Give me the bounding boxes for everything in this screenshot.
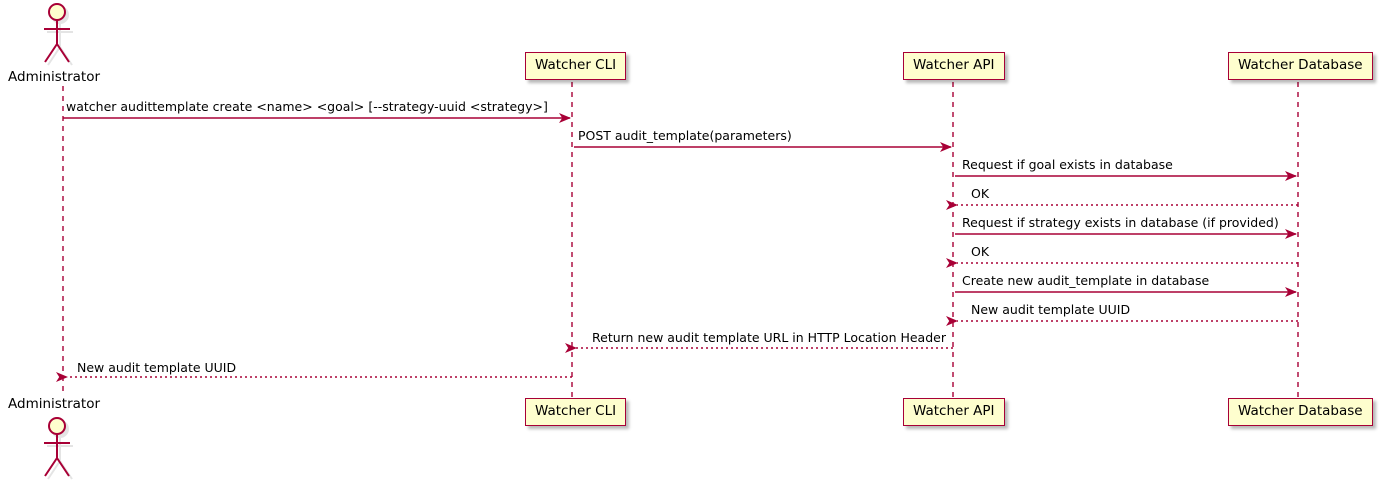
participant-box-watcher-api-bottom[interactable]: Watcher API — [903, 398, 1005, 426]
participant-label: Watcher API — [913, 403, 995, 420]
actor-administrator-bottom — [44, 417, 73, 480]
message-label-2: POST audit_template(parameters) — [578, 128, 792, 143]
message-label-9: Return new audit template URL in HTTP Lo… — [592, 330, 946, 345]
participant-label: Watcher API — [913, 57, 995, 74]
actor-label-administrator-bottom: Administrator — [8, 396, 101, 412]
participant-label: Watcher CLI — [535, 403, 617, 420]
message-label-3: Request if goal exists in database — [962, 157, 1173, 172]
participant-label: Watcher Database — [1238, 57, 1363, 74]
message-label-6: OK — [971, 244, 990, 259]
participant-box-watcher-api-top[interactable]: Watcher API — [903, 52, 1005, 80]
message-label-7: Create new audit_template in database — [962, 273, 1210, 288]
actor-label-administrator-top: Administrator — [8, 69, 101, 85]
message-label-5: Request if strategy exists in database (… — [962, 215, 1279, 230]
message-label-4: OK — [971, 186, 990, 201]
message-label-1: watcher audittemplate create <name> <goa… — [66, 99, 548, 114]
message-label-8: New audit template UUID — [971, 302, 1131, 317]
participant-label: Watcher CLI — [535, 57, 617, 74]
participant-box-watcher-database-top[interactable]: Watcher Database — [1228, 52, 1373, 80]
actor-administrator-top — [44, 3, 73, 66]
participant-box-watcher-cli-top[interactable]: Watcher CLI — [525, 52, 627, 80]
participant-box-watcher-database-bottom[interactable]: Watcher Database — [1228, 398, 1373, 426]
message-label-10: New audit template UUID — [77, 360, 237, 375]
participant-box-watcher-cli-bottom[interactable]: Watcher CLI — [525, 398, 627, 426]
participant-label: Watcher Database — [1238, 403, 1363, 420]
